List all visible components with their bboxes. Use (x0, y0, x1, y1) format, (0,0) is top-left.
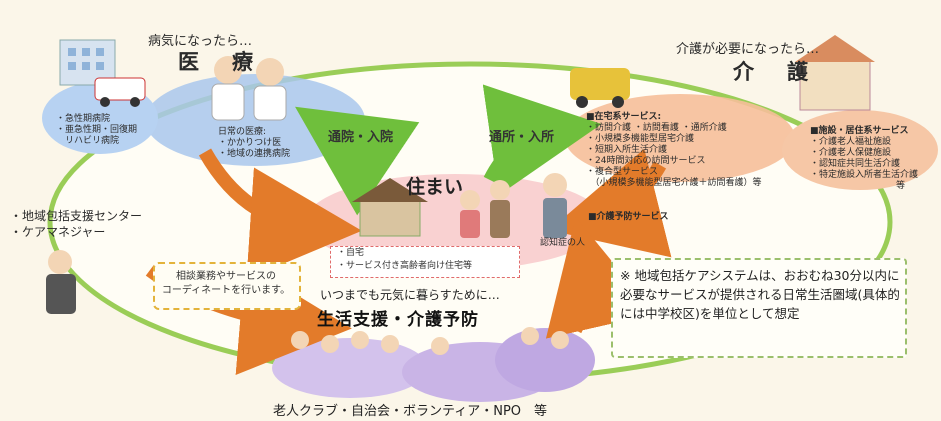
family-icon (460, 173, 567, 238)
support-center-text: ・地域包括支援センター ・ケアマネジャー (10, 208, 142, 240)
home-item: ・自宅 (337, 248, 365, 258)
caremanager-icon (46, 250, 76, 314)
dementia-label: 認知症の人 (540, 238, 586, 248)
bottom-label: 老人クラブ・自治会・ボランティア・NPO 等 (273, 404, 548, 419)
home-service-item: ・小規模多機能型居宅介護 (586, 134, 695, 144)
coordinate-text: 相談業務やサービスの コーディネートを行います。 (161, 271, 291, 296)
home-service-item: ・複合型サービス (586, 167, 659, 177)
support-center-line: ・ケアマネジャー (10, 225, 106, 239)
arrow-life-home (545, 217, 656, 339)
care-subtitle: 介護が必要になったら… (676, 42, 820, 57)
doctors-icon (211, 56, 287, 121)
arrow-home-medical (295, 106, 420, 216)
note-text: ※ 地域包括ケアシステムは、おおむね30分以内に必要なサービスが提供される日常生… (620, 268, 900, 321)
support-center-line: ・地域包括支援センター (10, 209, 143, 223)
medical-title: 医 療 (178, 50, 259, 74)
home-service-item: ・短期入所生活介護 (586, 145, 668, 155)
life-title: 生活支援・介護予防 (317, 310, 479, 330)
house-icon (352, 178, 428, 237)
life-ellipse-3 (495, 328, 595, 392)
daily-medical-item: ・地域の連携病院 (218, 149, 291, 159)
coordinate-box (153, 262, 301, 310)
hospital-item: リハビリ病院 (56, 136, 120, 146)
facility-item: ・介護老人福祉施設 (810, 137, 892, 147)
home-service-item: ・24時間対応の訪問サービス (586, 156, 706, 166)
daily-medical-list: 日常の医療: ・かかりつけ医 ・地域の連携病院 (218, 127, 290, 160)
home-service-item: （小規模多機能型居宅介護＋訪問看護）等 (586, 178, 762, 188)
facility-title: ■施設・居住系サービス (810, 126, 909, 136)
home-services-title: ■在宅系サービス: (586, 112, 662, 122)
facility-ellipse (782, 110, 938, 190)
arrow-home-care (482, 84, 602, 196)
home-services-list: ■在宅系サービス: ・訪問介護 ・訪問看護 ・通所介護 ・小規模多機能型居宅介護… (586, 112, 762, 189)
facility-item: ・介護老人保健施設 (810, 148, 892, 158)
hospital-item: ・亜急性期・回復期 (56, 125, 138, 135)
care-title: 介 護 (733, 60, 814, 84)
prevention-service: ■介護予防サービス (588, 212, 669, 222)
medical-subtitle: 病気になったら… (148, 34, 253, 49)
ambulance-icon (94, 77, 146, 107)
home-box: ・自宅 ・サービス付き高齢者向け住宅等 (330, 246, 520, 278)
care-facility-icon (795, 35, 875, 111)
daycare-arrow-label: 通所・入所 (489, 130, 555, 145)
hospital-list: ・急性期病院 ・亜急性期・回復期 リハビリ病院 (56, 114, 137, 147)
daily-medical-item: ・かかりつけ医 (218, 138, 282, 148)
home-item: ・サービス付き高齢者向け住宅等 (337, 261, 473, 271)
note-box (611, 258, 907, 358)
care-van-icon (570, 68, 630, 108)
facility-item: ・認知症共同生活介護 (810, 159, 901, 169)
hospital-arrow-label: 通院・入院 (328, 130, 394, 145)
facility-item: 等 (896, 181, 906, 191)
elderly-group-icon (291, 327, 569, 355)
facility-list: ■施設・居住系サービス ・介護老人福祉施設 ・介護老人保健施設 ・認知症共同生活… (810, 126, 918, 192)
facility-item: ・特定施設入所者生活介護 (810, 170, 919, 180)
arrow-medical-home (198, 148, 362, 280)
home-title: 住まい (406, 176, 464, 198)
life-subtitle: いつまでも元気に暮らすために… (320, 288, 500, 302)
home-service-item: ・訪問介護 ・訪問看護 ・通所介護 (586, 123, 727, 133)
daily-medical-title: 日常の医療: (218, 127, 267, 137)
hospital-item: ・急性期病院 (56, 114, 111, 124)
